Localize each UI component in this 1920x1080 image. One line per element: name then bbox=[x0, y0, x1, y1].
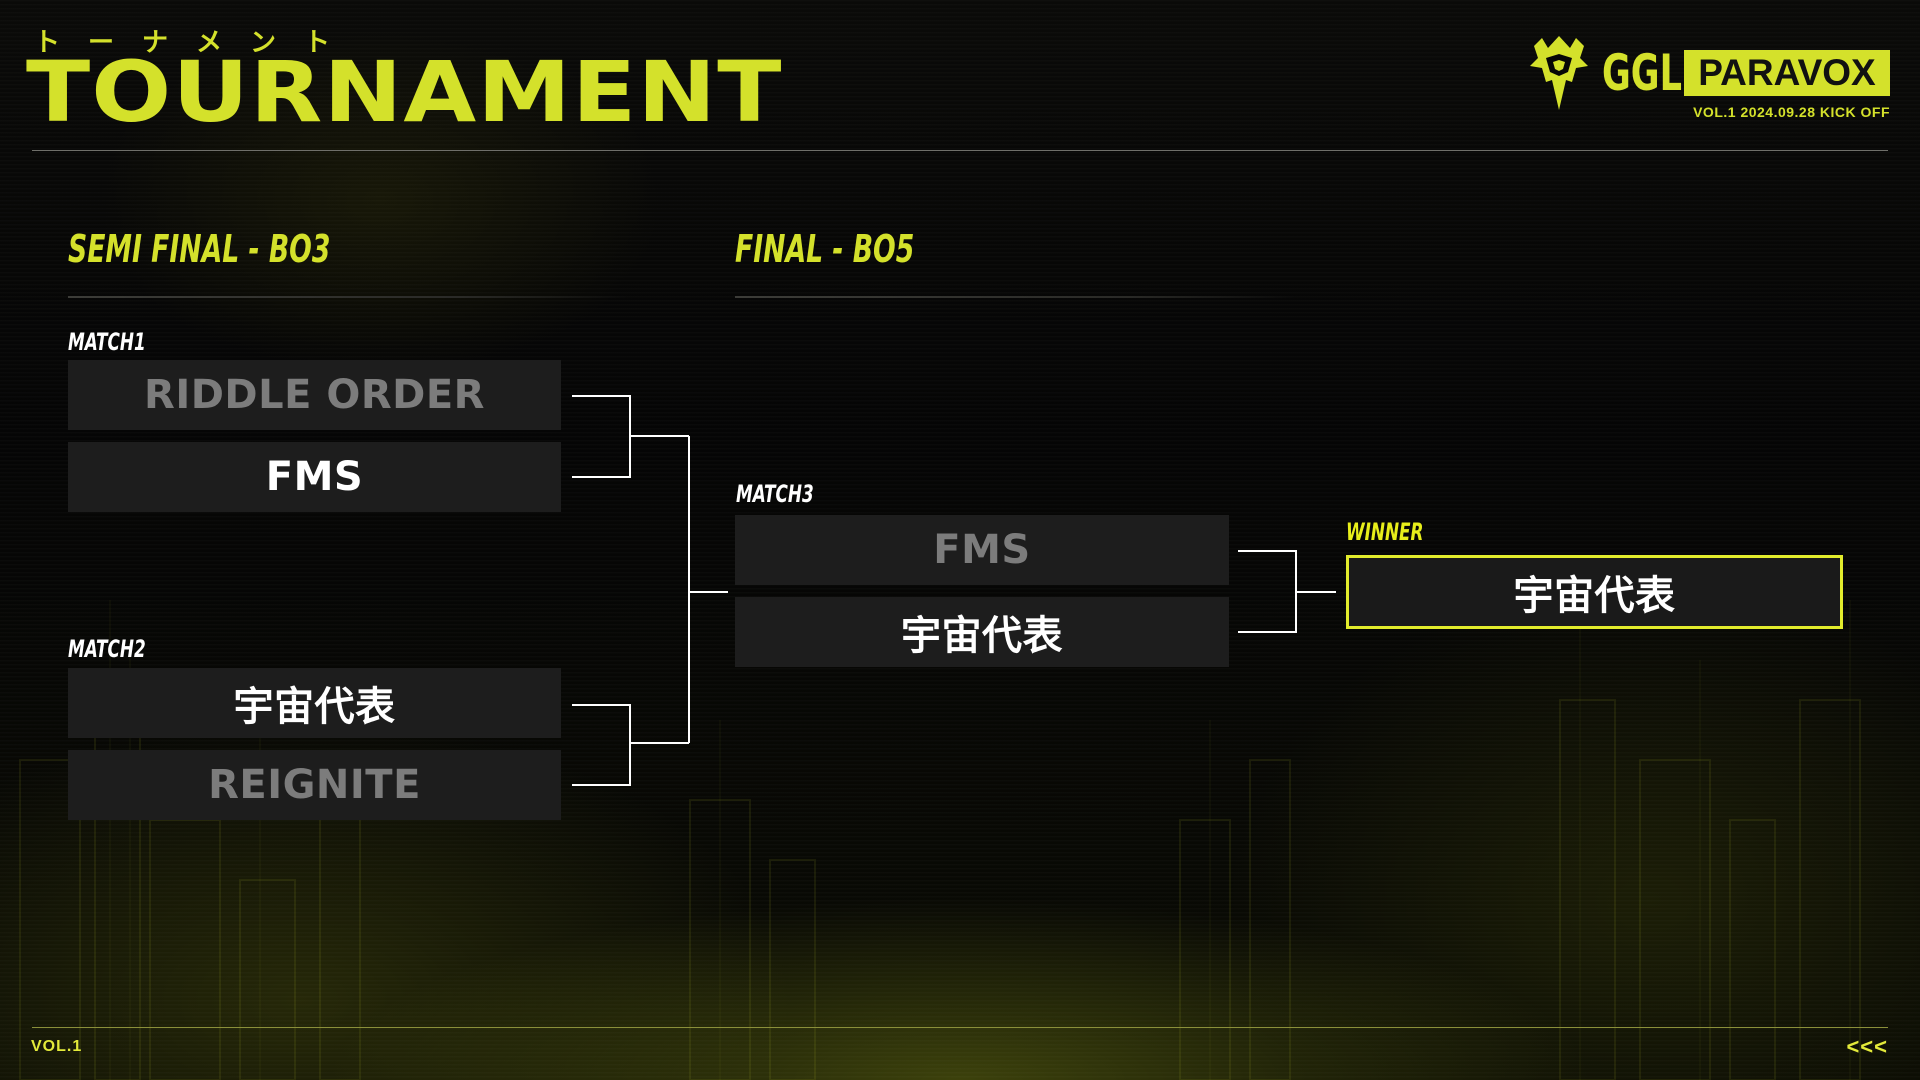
match3-label: MATCH3 bbox=[736, 481, 814, 507]
logo-paravox-badge: PARAVOX bbox=[1684, 50, 1890, 96]
winner-team-box: 宇宙代表 bbox=[1346, 555, 1843, 629]
event-logo: GGL PARAVOX VOL.1 2024.09.28 KICK OFF bbox=[1522, 32, 1890, 124]
logo-ggl-text: GGL bbox=[1602, 48, 1682, 98]
match3-team-fms: FMS bbox=[735, 515, 1229, 585]
semi-final-heading: SEMI FINAL - BO3 bbox=[68, 229, 330, 269]
header-divider bbox=[32, 150, 1888, 151]
match3-team-uchu-daihyo: 宇宙代表 bbox=[735, 597, 1229, 667]
footer-nav-arrows: <<< bbox=[1846, 1034, 1888, 1060]
page-title: TOURNAMENT bbox=[26, 50, 783, 134]
winner-label: WINNER bbox=[1346, 519, 1424, 545]
footer-divider bbox=[32, 1027, 1888, 1028]
match1-label: MATCH1 bbox=[68, 329, 146, 355]
final-heading: FINAL - BO5 bbox=[735, 229, 914, 269]
footer-volume: VOL.1 bbox=[31, 1038, 82, 1056]
semi-final-divider bbox=[68, 296, 628, 298]
final-divider bbox=[735, 296, 1295, 298]
match2-team-uchu-daihyo: 宇宙代表 bbox=[68, 668, 561, 738]
match1-team-fms: FMS bbox=[68, 442, 561, 512]
crowned-shield-emblem-icon bbox=[1526, 36, 1592, 110]
match1-team-riddle-order: RIDDLE ORDER bbox=[68, 360, 561, 430]
logo-event-date: VOL.1 2024.09.28 KICK OFF bbox=[1693, 104, 1890, 120]
match2-label: MATCH2 bbox=[68, 636, 146, 662]
match2-team-reignite: REIGNITE bbox=[68, 750, 561, 820]
